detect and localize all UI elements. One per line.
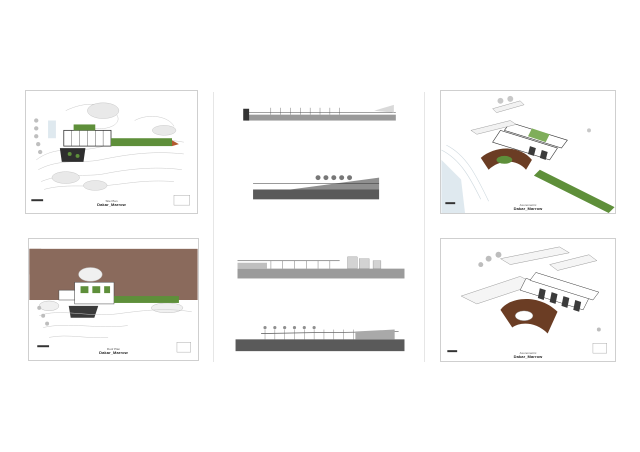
roof-plan-drawing: [29, 248, 198, 353]
axonometric-drawing-top: [441, 95, 615, 213]
sheet-axonometric-bottom[interactable]: Axonometric Dakar_Marrow: [440, 238, 616, 362]
sheet-title: Dakar_Marrow: [513, 354, 543, 359]
site-plan-drawing: [31, 102, 190, 206]
column-divider-right: [424, 92, 425, 362]
sheet-sections-top[interactable]: [230, 92, 412, 222]
axonometric-drawing-bottom: [447, 246, 607, 354]
sheet-axonometric-top[interactable]: Axonometric Dakar_Marrow: [440, 90, 616, 214]
sheet-sections-bottom[interactable]: [230, 248, 412, 360]
sheet-roof-plan-bottom[interactable]: Roof Plan Dakar_Marrow: [28, 238, 199, 361]
sheet-title: Dakar_Marrow: [513, 206, 543, 211]
column-divider-left: [213, 92, 214, 362]
sheet-subtitle: Axonometric: [519, 203, 537, 207]
sheet-title: Dakar_Marrow: [97, 202, 126, 207]
sections-drawing-top: [243, 104, 396, 200]
sheet-subtitle: Site Plan: [105, 199, 118, 203]
sheet-subtitle: Roof Plan: [106, 347, 121, 351]
sections-drawing-bottom: [235, 256, 405, 352]
sheet-title: Dakar_Marrow: [99, 350, 128, 355]
sheet-subtitle: Axonometric: [519, 351, 537, 355]
sheet-site-plan-top[interactable]: Site Plan Dakar_Marrow: [25, 90, 198, 214]
